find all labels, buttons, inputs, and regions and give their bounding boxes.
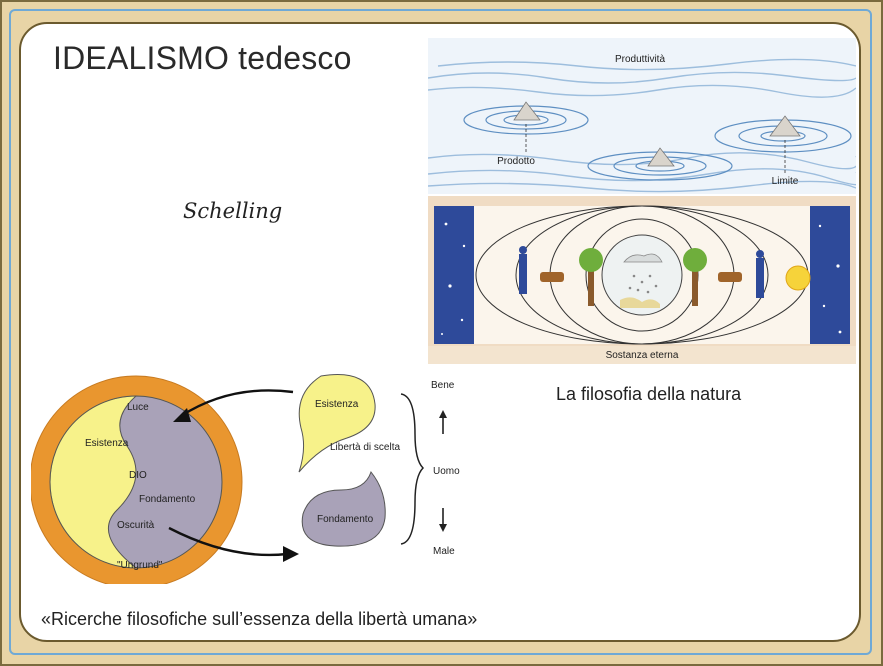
god-freedom-diagram: Luce Esistenza DIO Fondamento Oscurità "…	[31, 374, 460, 584]
label-fondamento-right: Fondamento	[317, 514, 374, 525]
label-uomo: Uomo	[433, 466, 460, 477]
label-ungrund: "Ungrund"	[117, 560, 163, 571]
label-male: Male	[433, 546, 455, 557]
label-oscurita: Oscurità	[117, 520, 155, 531]
label-fondamento-circle: Fondamento	[139, 494, 196, 505]
label-dio: DIO	[129, 470, 147, 481]
label-luce: Luce	[127, 402, 149, 413]
slide-panel: IDEALISMO tedesco Schelling Prod	[19, 22, 861, 642]
arrow-left-icon	[173, 408, 191, 422]
label-esistenza-circle: Esistenza	[85, 438, 129, 449]
label-esistenza-right: Esistenza	[315, 399, 359, 410]
label-liberta: Libertà di scelta	[330, 442, 400, 453]
label-bene: Bene	[431, 380, 455, 391]
nature-caption: La filosofia della natura	[556, 384, 742, 404]
eternal-substance-illustration: Sostanza eterna	[428, 196, 856, 364]
label-prodotto: Prodotto	[497, 156, 535, 167]
slide-title: IDEALISMO tedesco	[53, 40, 352, 76]
label-produttivita: Produttività	[615, 54, 665, 65]
footer-caption: «Ricerche filosofiche sull’essenza della…	[41, 609, 478, 629]
slide-subtitle: Schelling	[183, 199, 283, 223]
arrow-right-icon	[283, 546, 299, 562]
productivity-illustration: Produttività Prodotto Limite	[428, 38, 856, 194]
label-sostanza-eterna: Sostanza eterna	[606, 350, 679, 361]
label-limite: Limite	[772, 176, 799, 187]
